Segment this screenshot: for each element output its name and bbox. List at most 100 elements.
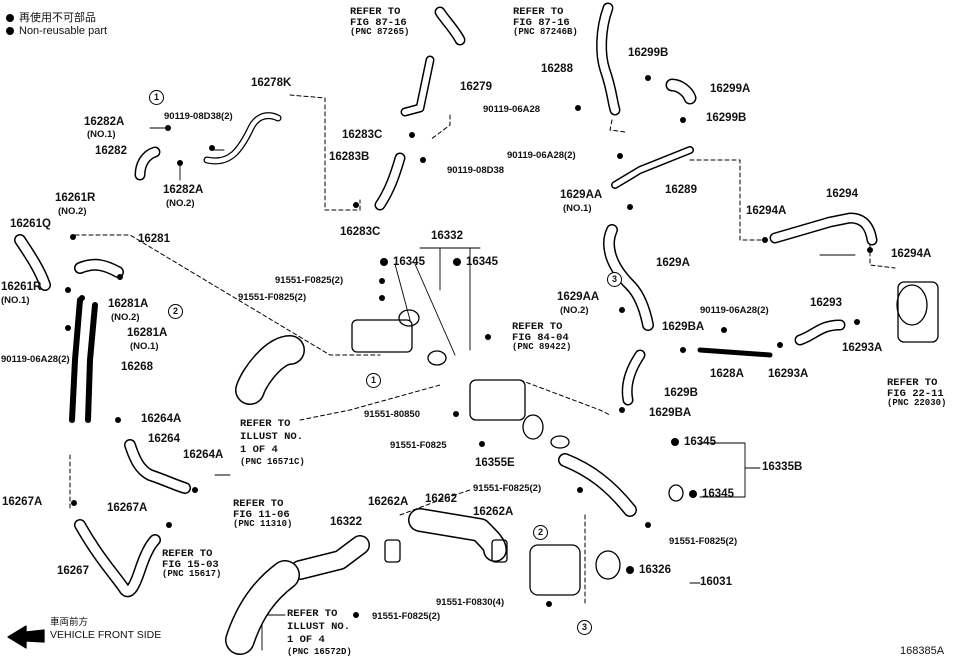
part-91551-f0830-4[interactable]: 91551-F0830(4) — [436, 597, 505, 608]
part-16345[interactable]: 16345 — [380, 256, 425, 269]
part-16267a[interactable]: 16267A — [107, 502, 148, 514]
part-90119-06a28-2[interactable]: 90119-06A28(2) — [1, 354, 70, 365]
part-91551-f0825-2[interactable]: 91551-F0825(2) — [238, 292, 307, 303]
part-16031[interactable]: 16031 — [700, 576, 732, 588]
part-16282a-no2[interactable]: 16282A — [163, 184, 204, 196]
part-16261r-no1[interactable]: 16261R — [1, 281, 42, 293]
part-16294[interactable]: 16294 — [826, 188, 858, 200]
part-16299b[interactable]: 16299B — [706, 112, 747, 124]
part-16289[interactable]: 16289 — [665, 184, 697, 196]
part-16264[interactable]: 16264 — [148, 433, 180, 445]
part-16282a-no1[interactable]: 16282A — [84, 116, 125, 128]
ref-line: FIG 87-16 — [350, 16, 407, 29]
part-91551-f0825-2[interactable]: 91551-F0825(2) — [275, 275, 344, 286]
part-91551-f0825-2[interactable]: 91551-F0825(2) — [372, 611, 441, 622]
part-1629aa-no1[interactable]: 1629AA — [560, 189, 603, 201]
part-91551-f0825[interactable]: 91551-F0825 — [390, 440, 447, 451]
part-16293a[interactable]: 16293A — [768, 368, 809, 380]
part-16261r-no2[interactable]: 16261R — [55, 192, 96, 204]
ref-line: REFER TO — [162, 548, 213, 560]
part-16345-text: 16345 — [684, 436, 716, 448]
ref-line: (PNC 16571C) — [240, 457, 305, 468]
part-16288[interactable]: 16288 — [541, 63, 573, 75]
part-16267a[interactable]: 16267A — [2, 496, 43, 508]
part-variant-no2: (NO.2) — [58, 206, 87, 217]
part-1629ba[interactable]: 1629BA — [662, 321, 705, 333]
ref-fig-22-11[interactable]: REFER TO FIG 22-11 (PNC 22030) — [887, 378, 946, 408]
part-16283b[interactable]: 16283B — [329, 151, 370, 163]
ref-line: REFER TO — [350, 6, 401, 18]
part-16283c[interactable]: 16283C — [342, 129, 383, 141]
part-16261q[interactable]: 16261Q — [10, 218, 51, 230]
part-16282[interactable]: 16282 — [95, 145, 127, 157]
part-16335b[interactable]: 16335B — [762, 461, 803, 473]
part-16278k[interactable]: 16278K — [251, 77, 292, 89]
part-16322[interactable]: 16322 — [330, 516, 362, 528]
part-90119-06a28-2[interactable]: 90119-06A28(2) — [700, 305, 769, 316]
part-16299b[interactable]: 16299B — [628, 47, 669, 59]
part-16279[interactable]: 16279 — [460, 81, 492, 93]
part-16326-text: 16326 — [639, 564, 671, 576]
part-16281a-no2[interactable]: 16281A — [108, 298, 149, 310]
part-16281a-no1[interactable]: 16281A — [127, 327, 168, 339]
part-16345[interactable]: 16345 — [453, 256, 498, 269]
part-16268[interactable]: 16268 — [121, 361, 153, 373]
part-16332[interactable]: 16332 — [431, 230, 463, 242]
non-reusable-dot-icon — [6, 27, 14, 36]
part-16262[interactable]: 16262 — [425, 493, 457, 505]
non-reusable-dot-icon — [6, 14, 14, 23]
part-16345[interactable]: 16345 — [689, 488, 734, 501]
ref-illust-16572d[interactable]: REFER TO ILLUST NO. 1 OF 4 (PNC 16572D) — [287, 608, 352, 659]
ref-illust-16571c[interactable]: REFER TO ILLUST NO. 1 OF 4 (PNC 16571C) — [240, 418, 305, 469]
part-16262a[interactable]: 16262A — [368, 496, 409, 508]
callout-circle-1: 1 — [366, 373, 381, 388]
ref-line: (PNC 87265) — [350, 27, 410, 37]
part-1629ba[interactable]: 1629BA — [649, 407, 692, 419]
ref-line: REFER TO — [513, 6, 564, 18]
part-1628a[interactable]: 1628A — [710, 368, 744, 380]
part-90119-06a28[interactable]: 90119-06A28 — [483, 104, 541, 115]
ref-fig-11-06[interactable]: REFER TO FIG 11-06 (PNC 11310) — [233, 499, 292, 529]
part-16355e[interactable]: 16355E — [475, 457, 515, 469]
part-1629a[interactable]: 1629A — [656, 257, 690, 269]
non-reusable-dot-icon — [689, 489, 697, 498]
ref-line: (PNC 11310) — [233, 519, 293, 529]
ref-line: REFER TO — [512, 321, 563, 333]
part-90119-08d38-2[interactable]: 90119-08D38(2) — [164, 111, 233, 122]
part-variant-no1: (NO.1) — [130, 341, 159, 352]
legend-jp-text: 再使用不可部品 — [19, 12, 96, 24]
part-16281[interactable]: 16281 — [138, 233, 170, 245]
part-16294a[interactable]: 16294A — [746, 205, 787, 217]
legend-row-jp: 再使用不可部品 — [6, 9, 96, 25]
part-16293a[interactable]: 16293A — [842, 342, 883, 354]
part-1629b[interactable]: 1629B — [664, 387, 698, 399]
part-16283c[interactable]: 16283C — [340, 226, 381, 238]
ref-fig-15-03[interactable]: REFER TO FIG 15-03 (PNC 15617) — [162, 549, 221, 579]
part-91551-f0825-2[interactable]: 91551-F0825(2) — [669, 536, 738, 547]
part-16299a[interactable]: 16299A — [710, 83, 751, 95]
non-reusable-dot-icon — [453, 257, 461, 266]
ref-line: REFER TO — [240, 418, 291, 430]
ref-fig-87-16-b[interactable]: REFER TO FIG 87-16 (PNC 87246B) — [513, 7, 578, 37]
non-reusable-dot-icon — [626, 565, 634, 574]
ref-fig-84-04[interactable]: REFER TO FIG 84-04 (PNC 89422) — [512, 322, 571, 352]
part-16293[interactable]: 16293 — [810, 297, 842, 309]
part-16294a[interactable]: 16294A — [891, 248, 932, 260]
part-1629aa-no2[interactable]: 1629AA — [557, 291, 600, 303]
part-16345-text: 16345 — [702, 488, 734, 500]
part-16262a[interactable]: 16262A — [473, 506, 514, 518]
part-16264a[interactable]: 16264A — [141, 413, 182, 425]
callout-circle-1: 1 — [149, 90, 164, 105]
part-91551-f0825-2[interactable]: 91551-F0825(2) — [473, 483, 542, 494]
part-90119-06a28-2[interactable]: 90119-06A28(2) — [507, 150, 576, 161]
part-variant-no1: (NO.1) — [1, 295, 30, 306]
ref-line: (PNC 87246B) — [513, 27, 578, 37]
part-91551-80850[interactable]: 91551-80850 — [364, 409, 420, 420]
part-16326[interactable]: 16326 — [626, 564, 671, 577]
part-16267[interactable]: 16267 — [57, 565, 89, 577]
part-90119-08d38[interactable]: 90119-08D38 — [447, 165, 505, 176]
part-16345-text: 16345 — [466, 256, 498, 268]
ref-fig-87-16-a[interactable]: REFER TO FIG 87-16 (PNC 87265) — [350, 7, 409, 37]
part-16345[interactable]: 16345 — [671, 436, 716, 449]
part-16264a[interactable]: 16264A — [183, 449, 224, 461]
